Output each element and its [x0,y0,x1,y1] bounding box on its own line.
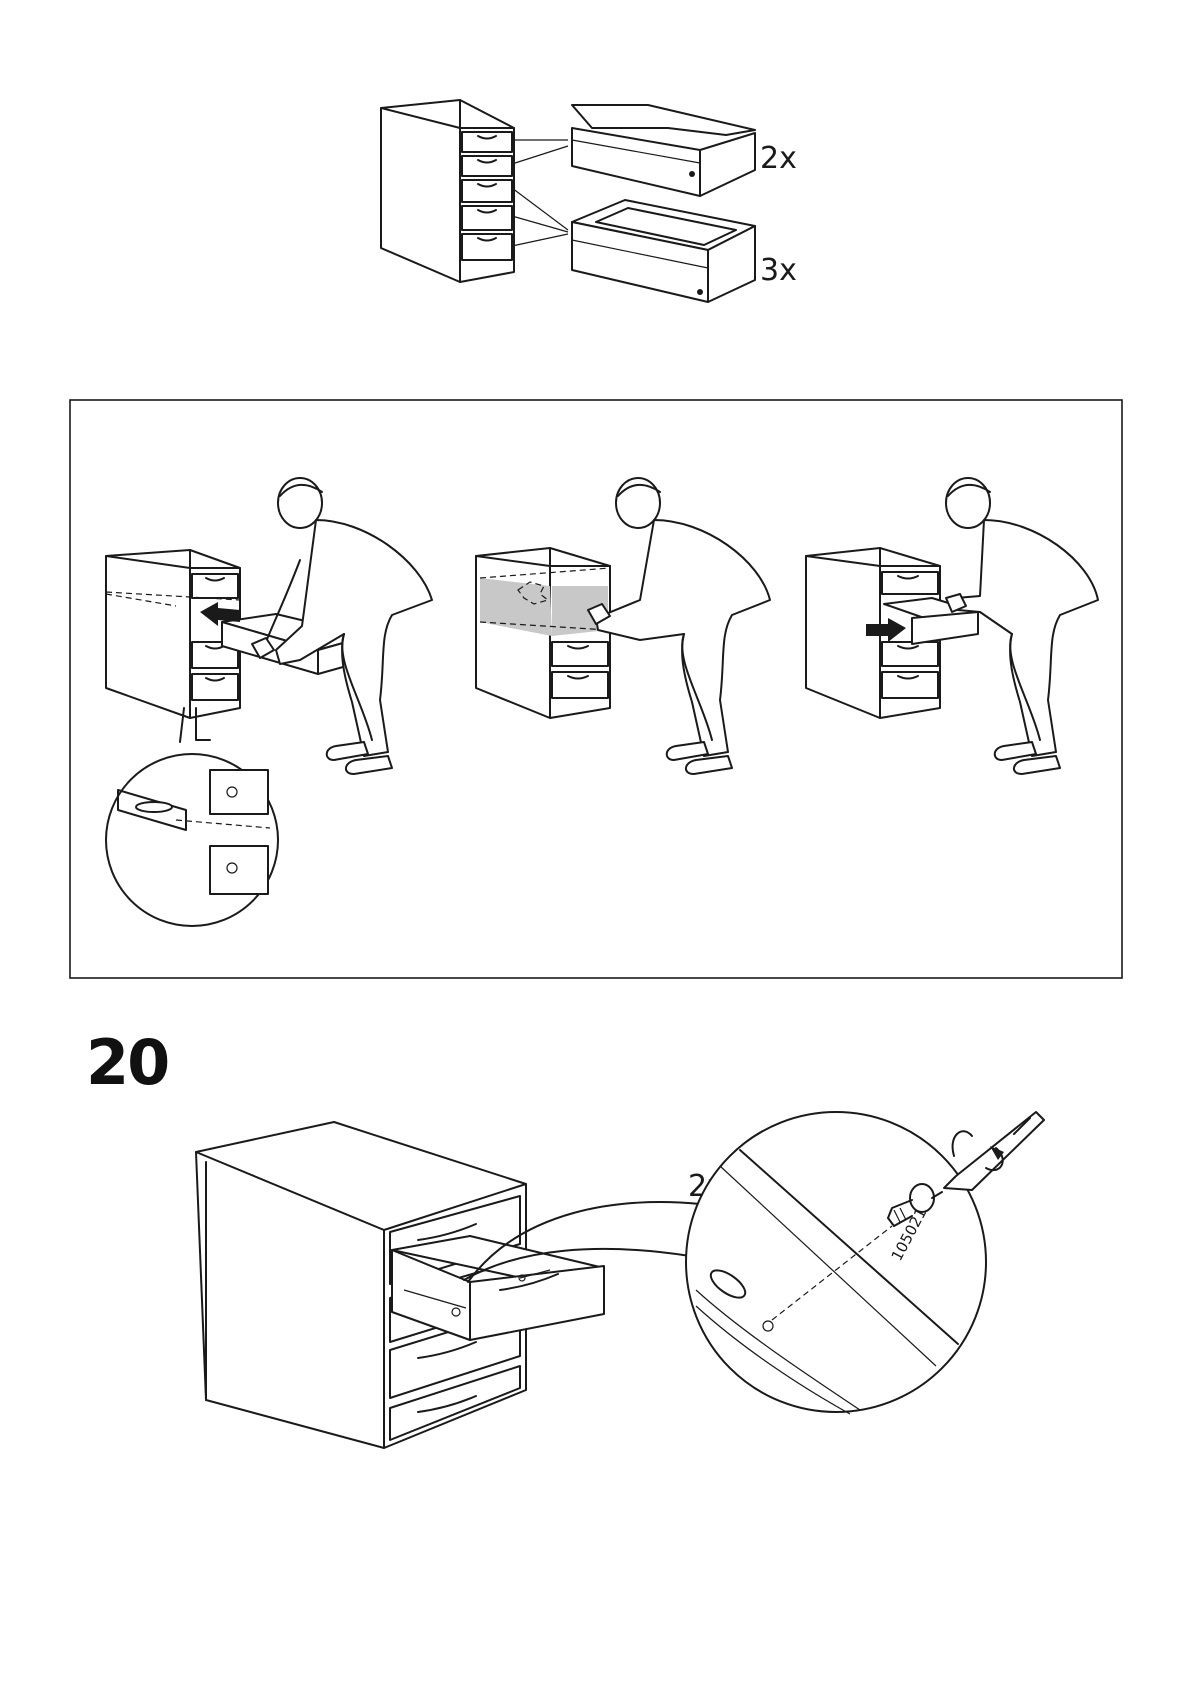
narrow-drawer-qty: 2x [760,141,797,176]
magnify-callout-icon [106,708,278,926]
person-icon [588,478,770,774]
magnify-callout-icon [686,1112,986,1414]
screwdriver-icon [932,1112,1044,1198]
guide-lines [512,140,568,246]
cabinet-icon [476,548,610,718]
cabinet-icon [381,100,514,282]
deep-drawer-qty: 3x [760,253,797,288]
overview-diagram: 2x 3x [381,100,797,302]
cabinet-icon [106,550,240,718]
deep-drawer-icon [572,200,755,302]
scene-position [476,478,770,774]
scene-pull [806,478,1098,774]
step-number: 20 [86,1032,168,1094]
drawer-icon [572,105,755,196]
step-20-diagram: 2x 105021 [196,1112,1044,1448]
drawer-fronts [462,132,512,260]
scene-insert [106,478,432,926]
